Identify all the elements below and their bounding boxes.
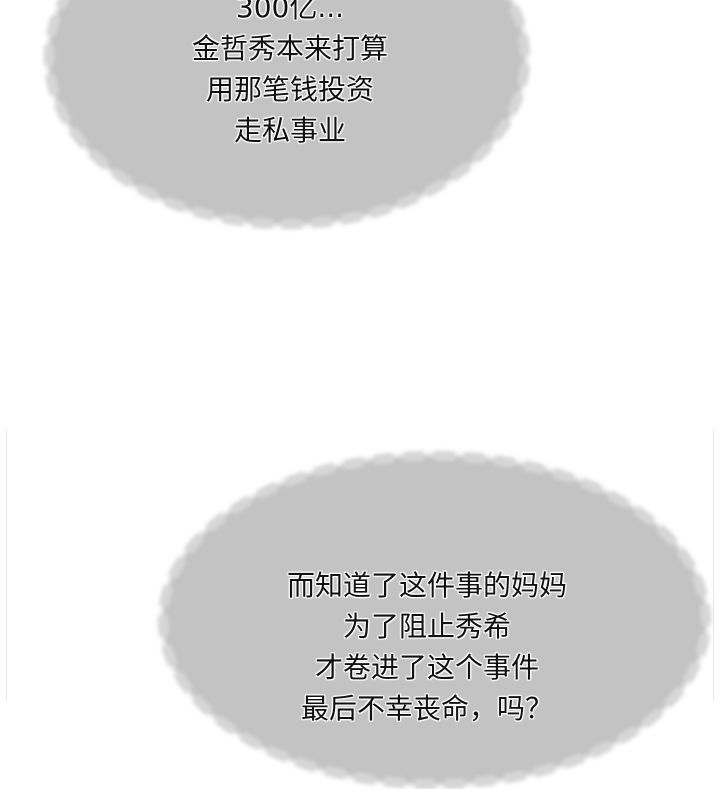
panel-border-right bbox=[713, 430, 714, 700]
panel-border-left bbox=[6, 430, 7, 700]
speech-line: 最后不幸丧命，吗？ bbox=[300, 692, 553, 725]
speech-text-top: 300亿... 金哲秀本来打算 用那笔钱投资 走私事业 bbox=[140, 0, 440, 151]
speech-line: 为了阻止秀希 bbox=[342, 610, 511, 643]
speech-line: 走私事业 bbox=[233, 114, 346, 147]
speech-line: 金哲秀本来打算 bbox=[191, 32, 388, 65]
speech-line: 才卷进了这个事件 bbox=[314, 651, 539, 684]
speech-line: 300亿... bbox=[235, 0, 345, 24]
speech-line: 而知道了这件事的妈妈 bbox=[286, 569, 567, 602]
speech-line: 用那笔钱投资 bbox=[205, 73, 374, 106]
speech-text-bottom: 而知道了这件事的妈妈 为了阻止秀希 才卷进了这个事件 最后不幸丧命，吗？ bbox=[222, 565, 632, 729]
